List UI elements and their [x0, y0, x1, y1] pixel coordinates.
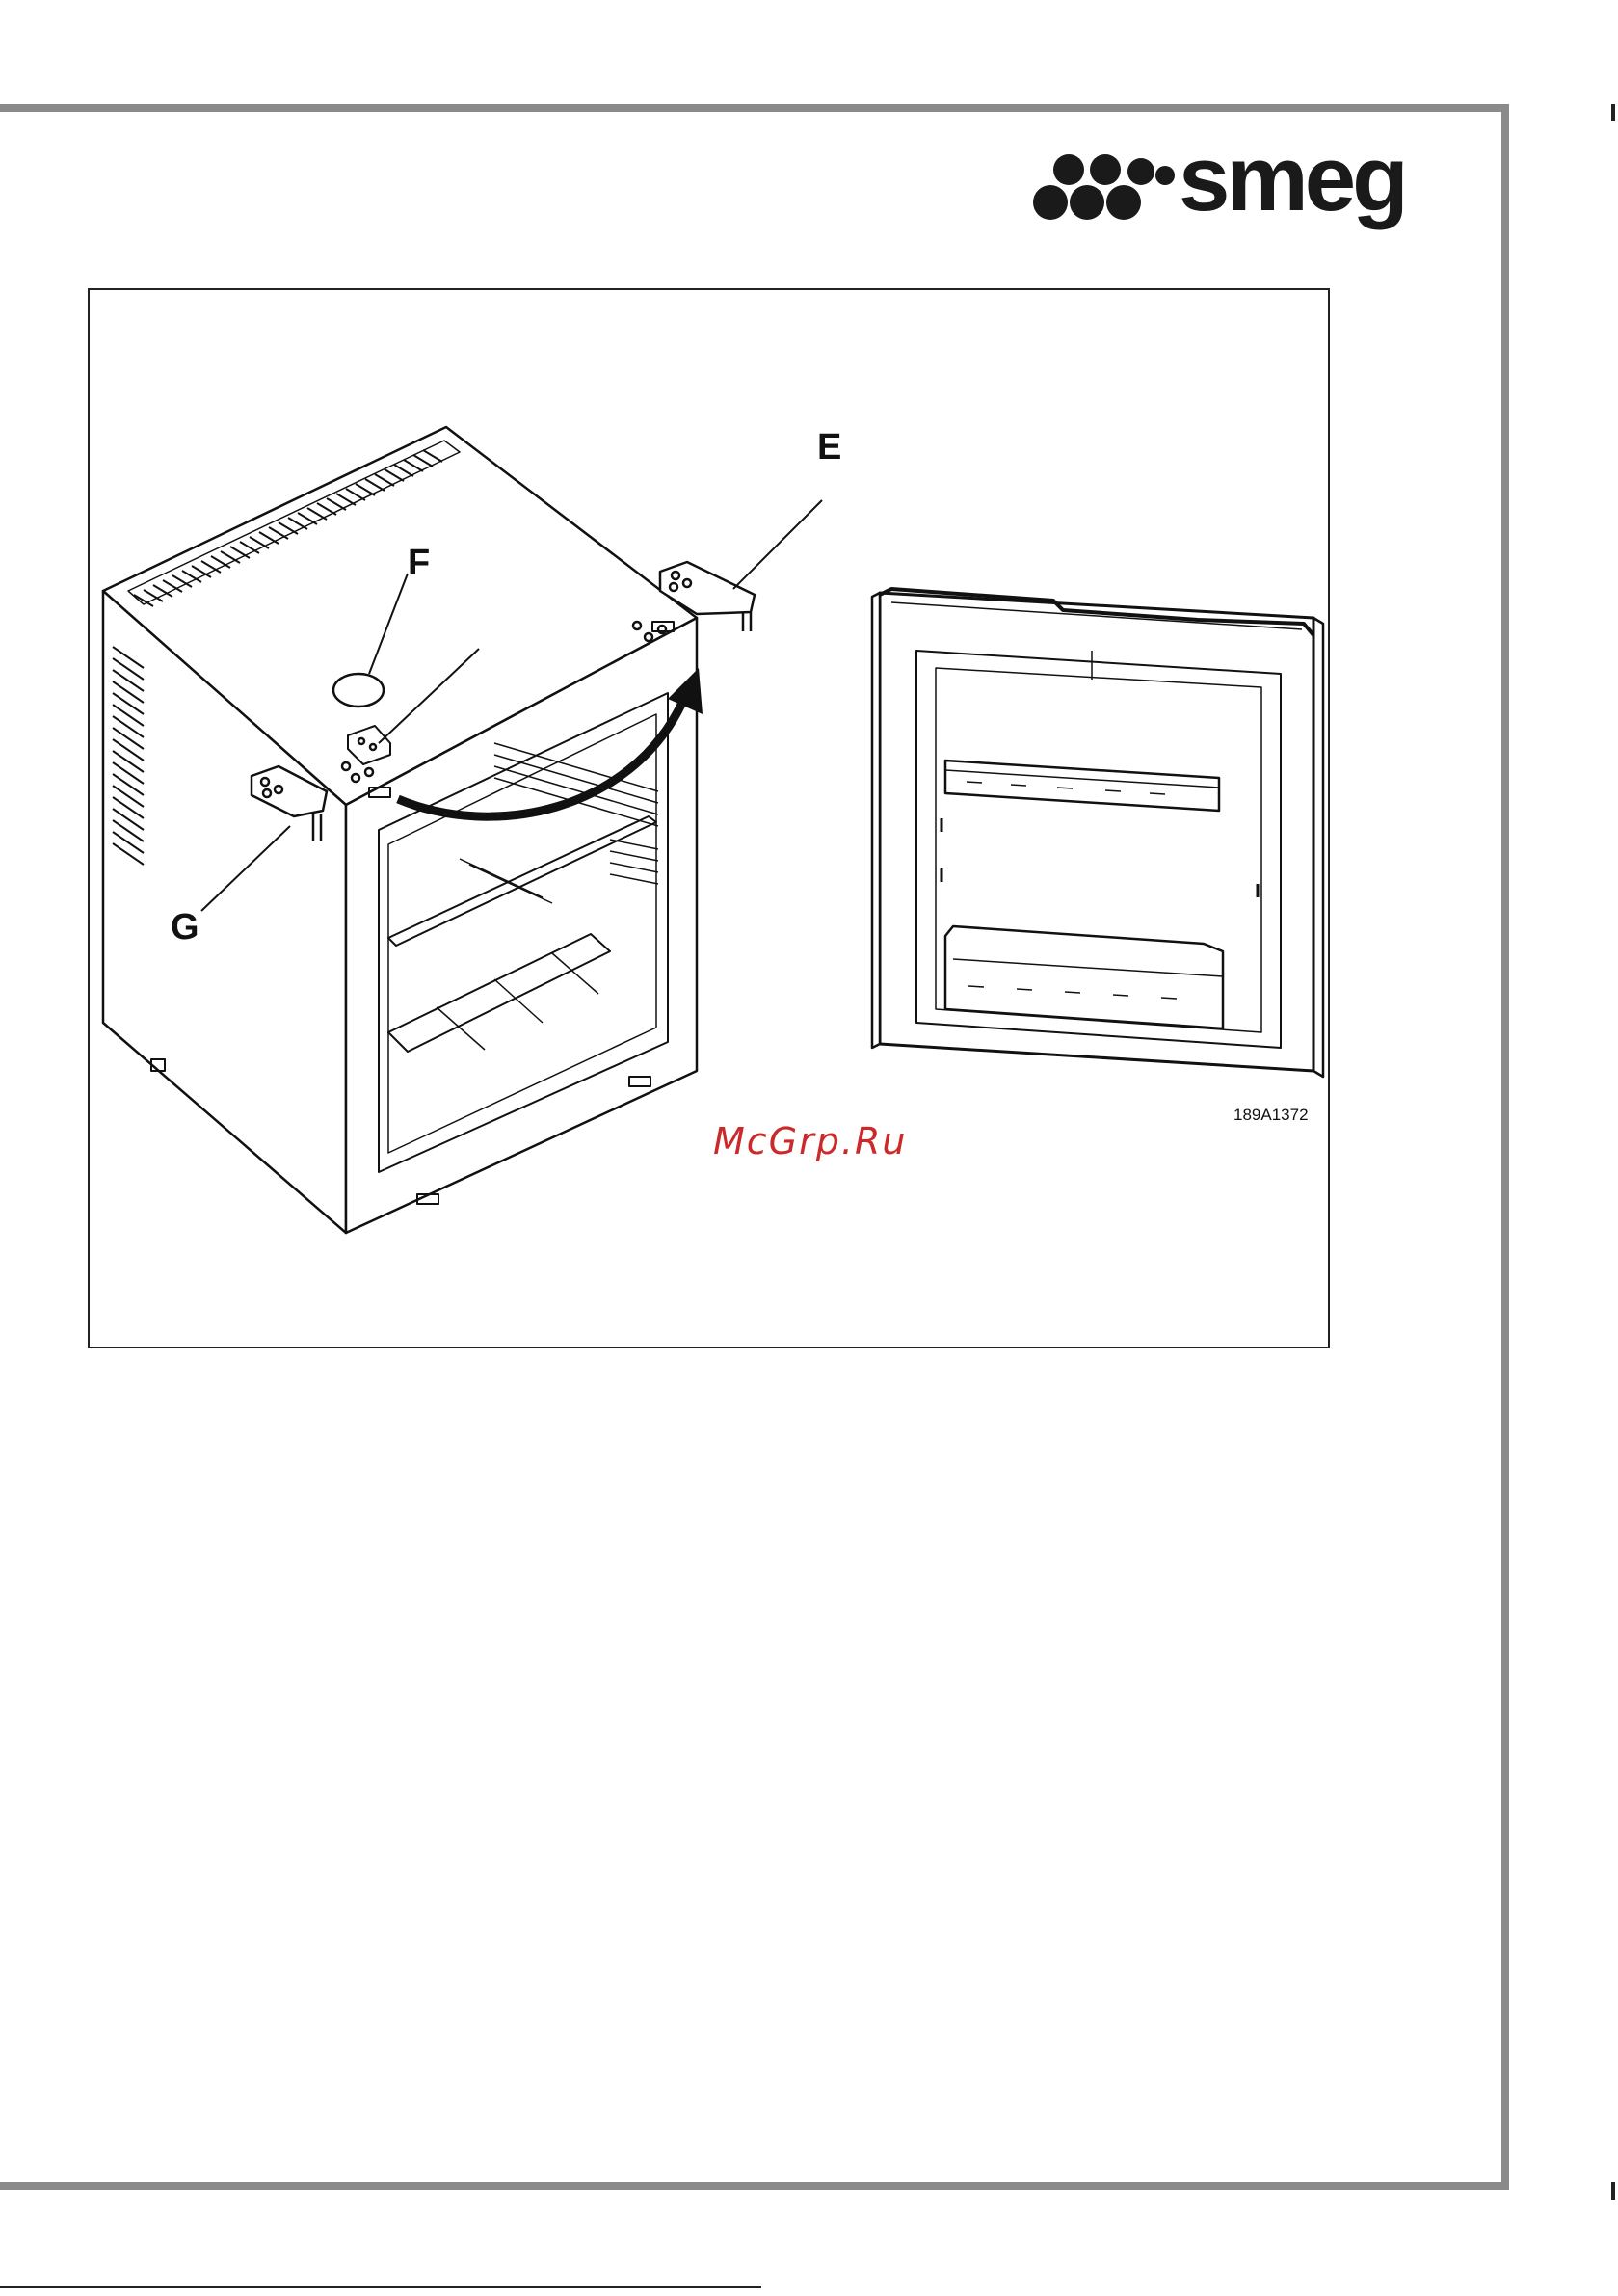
callout-g: G — [171, 907, 199, 948]
page-frame-top — [0, 104, 1509, 112]
edge-mark-top — [1611, 104, 1615, 121]
figure-box: E F G 189A1372 — [88, 288, 1330, 1348]
brand-logo: smeg — [1029, 135, 1472, 241]
edge-mark-bottom — [1611, 2182, 1615, 2200]
callout-f: F — [408, 543, 430, 584]
fridge-illustration — [90, 290, 1328, 1347]
callout-e: E — [817, 427, 841, 468]
page-frame-right — [1501, 104, 1509, 2190]
page-frame-bottom — [0, 2182, 1509, 2190]
door-drawing — [872, 589, 1323, 1077]
brand-wordmark: smeg — [1179, 135, 1405, 230]
cabinet-drawing — [103, 427, 822, 1233]
figure-code: 189A1372 — [1233, 1106, 1309, 1125]
footer-rule — [0, 2286, 761, 2288]
watermark: McGrp.Ru — [713, 1120, 907, 1162]
